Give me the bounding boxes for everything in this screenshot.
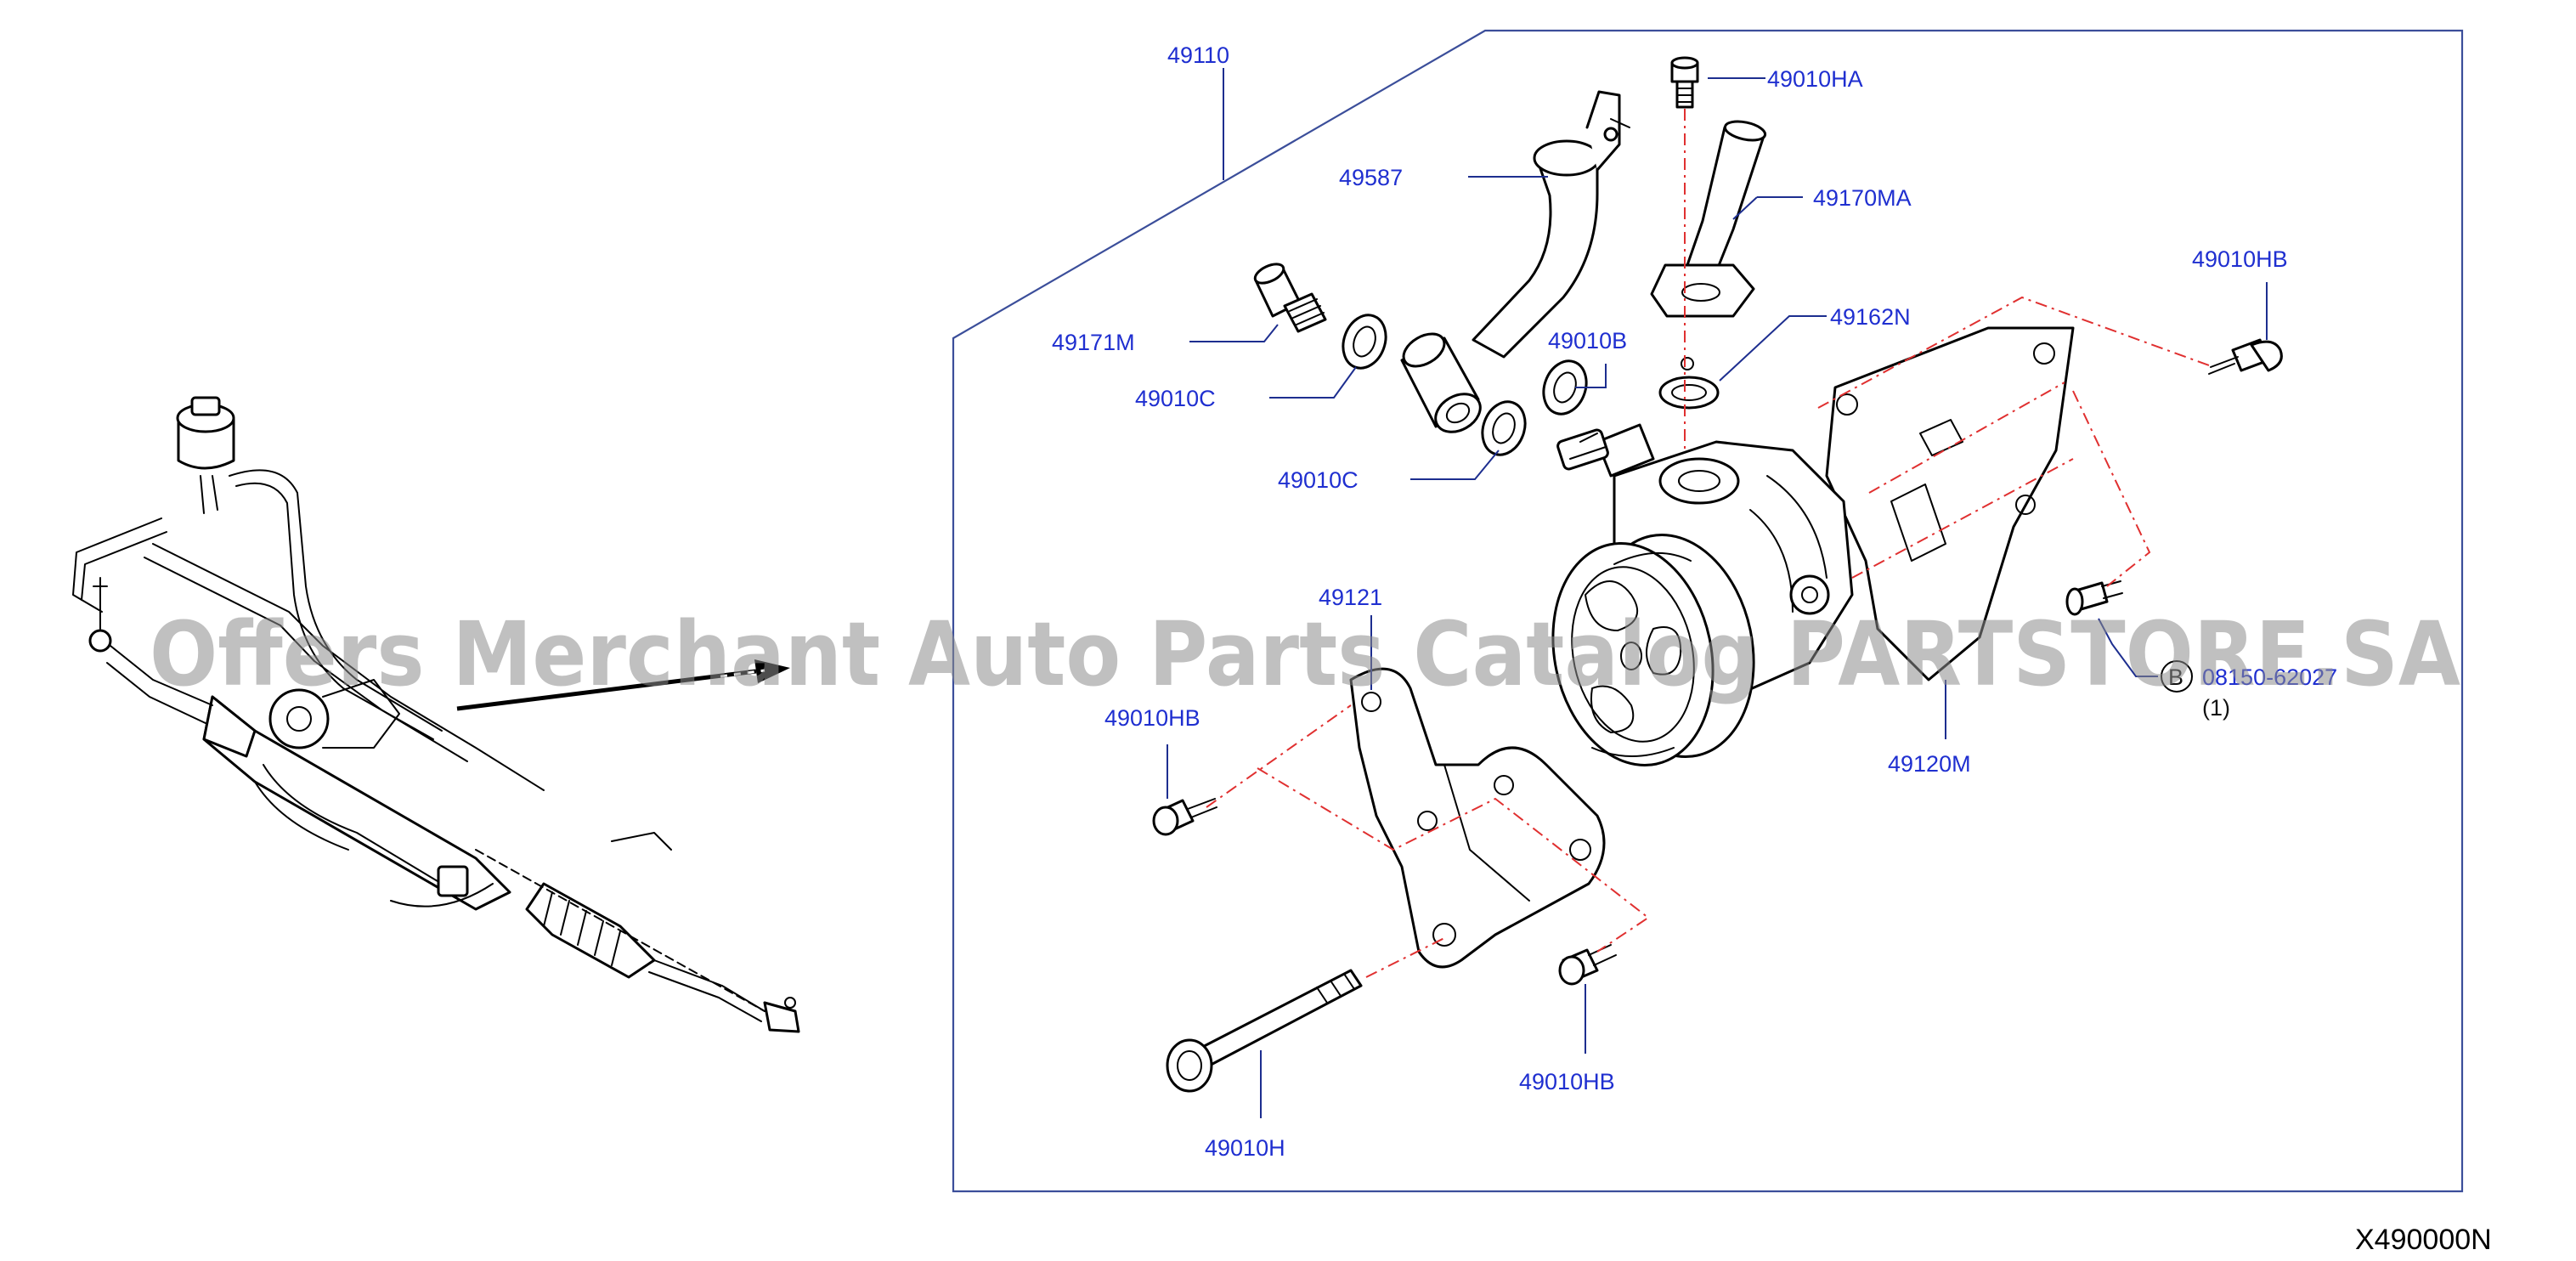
callout-49110[interactable]: 49110 — [1167, 42, 1229, 68]
callout-49010HB-bottom[interactable]: 49010HB — [1519, 1069, 1615, 1094]
callout-49010HA[interactable]: 49010HA — [1767, 66, 1863, 92]
callout-08150-number: 08150-62027 — [2202, 664, 2337, 690]
hose-sleeve — [1400, 332, 1482, 433]
callout-49162N[interactable]: 49162N — [1830, 304, 1911, 330]
callout-49170MA[interactable]: 49170MA — [1813, 185, 1912, 211]
callout-08150-quantity: (1) — [2202, 695, 2230, 721]
callout-49010HB-right[interactable]: 49010HB — [2192, 246, 2288, 272]
callout-49171M[interactable]: 49171M — [1052, 330, 1135, 355]
bolt-49010HB-right — [2208, 338, 2283, 375]
detail-pointer-arrow — [456, 659, 790, 711]
callout-49010H[interactable]: 49010H — [1205, 1135, 1285, 1161]
bracket-49120M — [1825, 326, 2075, 681]
washer-49010B — [1542, 359, 1588, 416]
callout-49587[interactable]: 49587 — [1339, 165, 1403, 190]
bolt-49010HA — [1670, 56, 1699, 109]
suction-pipe-49587 — [1472, 90, 1630, 359]
pump-pulley — [1551, 533, 1755, 767]
callout-49120M[interactable]: 49120M — [1888, 751, 1971, 777]
bolt-49010HB-left — [1152, 798, 1217, 836]
diagram-code: X490000N — [2355, 1224, 2492, 1256]
callout-49121[interactable]: 49121 — [1319, 585, 1382, 610]
bolt-49010H — [1166, 969, 1363, 1093]
callout-49010HB-left[interactable]: 49010HB — [1104, 705, 1200, 731]
leader-lines — [1167, 68, 2268, 1118]
callout-marker-b: B — [2168, 664, 2183, 690]
bolt-49010HB-bottom — [1558, 944, 1617, 986]
callout-49010C-mid[interactable]: 49010C — [1278, 467, 1359, 493]
watermark-text: Offers Merchant Auto Parts Catalog PARTS… — [150, 602, 2460, 706]
callout-49010C-top[interactable]: 49010C — [1135, 386, 1216, 411]
washer-49010C-top — [1342, 314, 1387, 370]
alignment-phantom-lines — [1206, 109, 2210, 978]
connector-49171M — [1253, 263, 1327, 333]
bolt-08150-62027 — [2065, 580, 2123, 616]
connector-pipe-49170MA — [1650, 120, 1767, 318]
o-ring-49162N — [1658, 357, 1720, 410]
steering-rack-overview — [72, 396, 800, 1033]
callout-49010B[interactable]: 49010B — [1548, 328, 1627, 353]
bracket-49121 — [1349, 667, 1606, 969]
detail-frame — [952, 29, 2464, 1193]
callout-08150-62027[interactable]: B 08150-62027 (1) — [2161, 660, 2337, 721]
washer-49010C-mid — [1481, 400, 1527, 456]
